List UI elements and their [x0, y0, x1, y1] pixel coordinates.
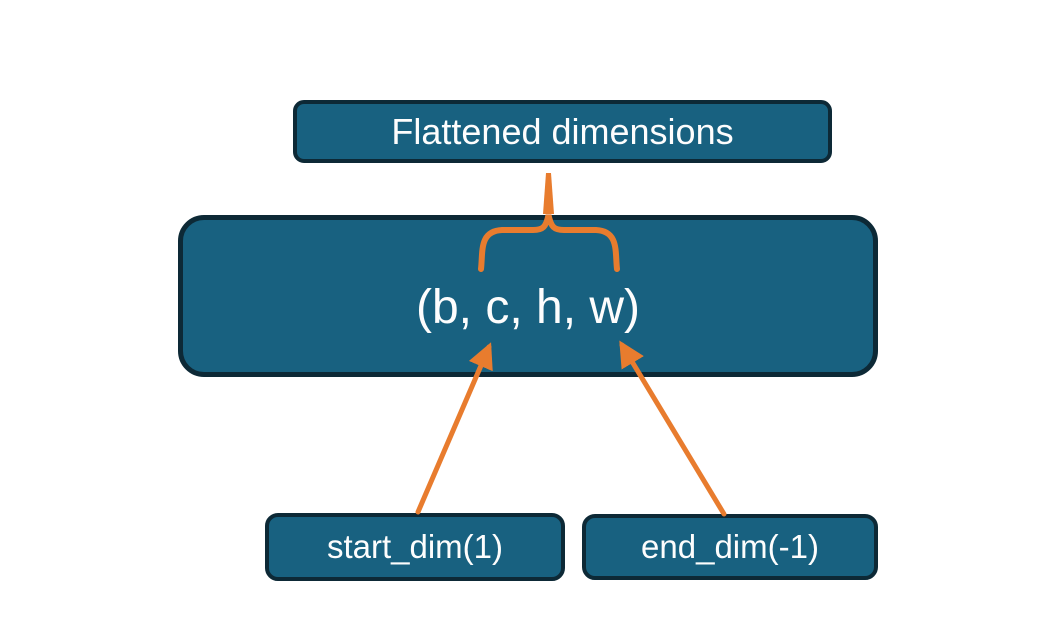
start-dim-box: start_dim(1) — [265, 513, 565, 581]
end-dim-box: end_dim(-1) — [582, 514, 878, 580]
brace-stem — [543, 173, 554, 214]
tensor-shape-box: (b, c, h, w) — [178, 215, 878, 377]
flattened-dimensions-box: Flattened dimensions — [293, 100, 832, 163]
end-dim-label: end_dim(-1) — [641, 528, 819, 565]
flattened-dimensions-label: Flattened dimensions — [391, 110, 734, 152]
tensor-shape-label: (b, c, h, w) — [415, 280, 641, 334]
start-dim-label: start_dim(1) — [326, 528, 504, 565]
